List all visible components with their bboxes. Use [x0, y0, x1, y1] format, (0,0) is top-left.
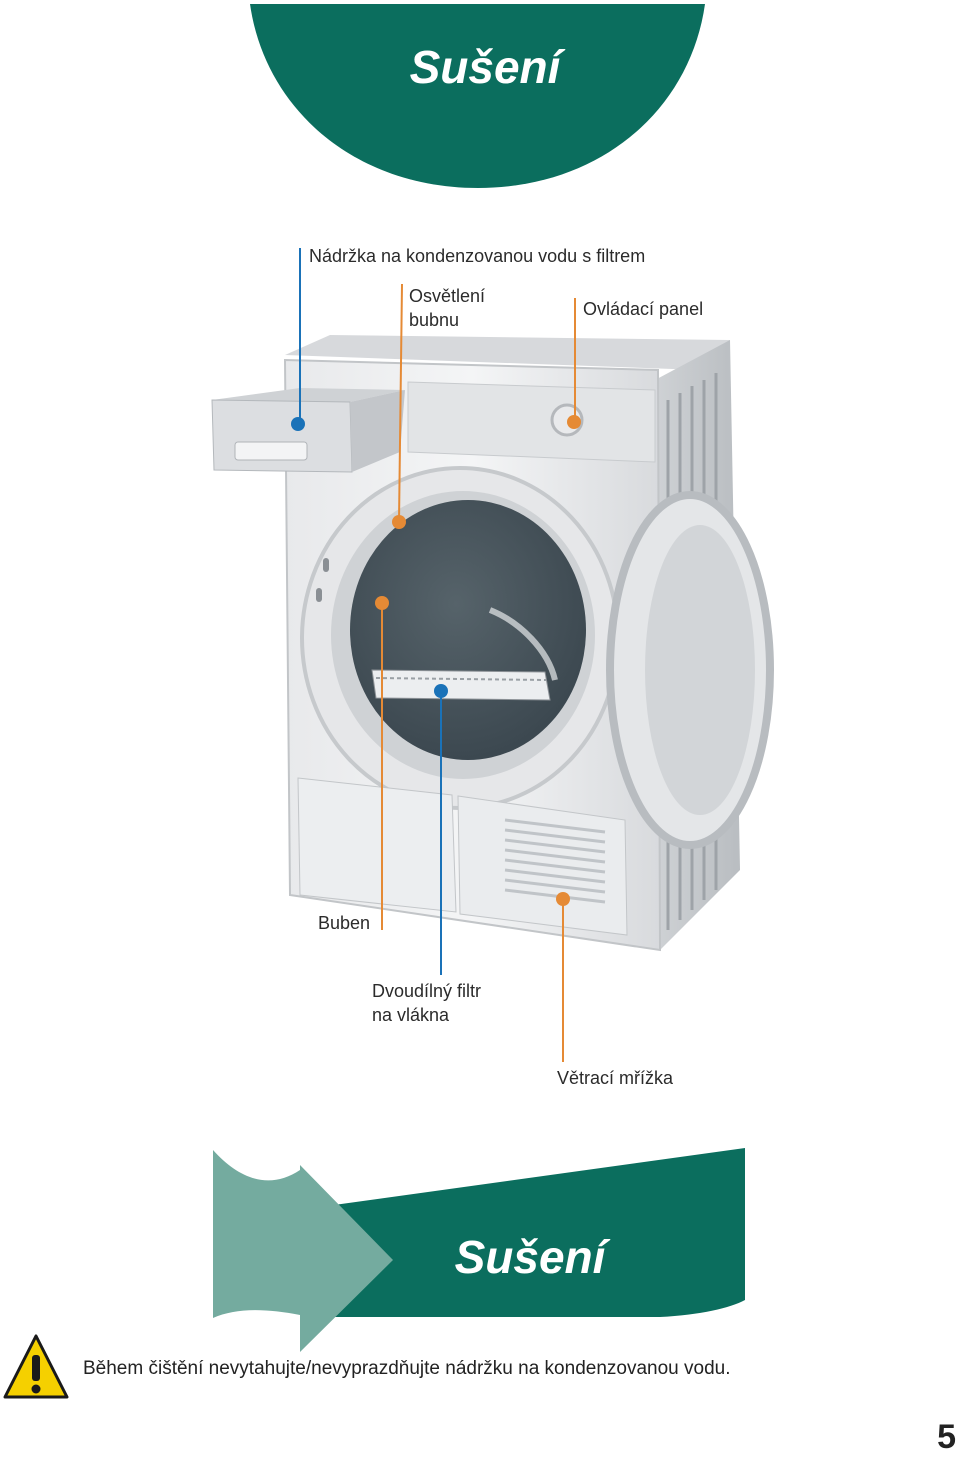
lint-filter-marker	[434, 684, 448, 698]
callout-lint-filter-line1: Dvoudílný filtr	[372, 981, 482, 1001]
warning-text: Během čištění nevytahujte/nevyprazdňujte…	[83, 1358, 731, 1379]
control-panel-marker	[567, 415, 581, 429]
page-title: Sušení	[409, 41, 561, 93]
drum-light-marker	[392, 515, 406, 529]
section-banner	[213, 1148, 745, 1352]
page-number: 5	[937, 1418, 956, 1456]
vent-grille-marker	[556, 892, 570, 906]
callout-control-panel: Ovládací panel	[583, 299, 704, 319]
callout-lint-filter-line2: na vlákna	[372, 1005, 450, 1025]
callout-drum-light-line2: bubnu	[409, 310, 460, 330]
callout-lines	[291, 248, 581, 1062]
header-shape	[250, 4, 705, 188]
callout-water-tank: Nádržka na kondenzovanou vodu s filtrem	[309, 246, 646, 266]
callout-drum: Buben	[318, 913, 371, 933]
drum-marker	[375, 596, 389, 610]
section-title: Sušení	[454, 1231, 606, 1283]
warning-triangle-icon	[3, 1334, 69, 1399]
dryer-illustration	[211, 335, 774, 952]
callout-drum-light-line1: Osvětlení	[409, 286, 486, 306]
callout-vent-grille: Větrací mřížka	[557, 1068, 674, 1088]
water-tank-marker	[291, 417, 305, 431]
